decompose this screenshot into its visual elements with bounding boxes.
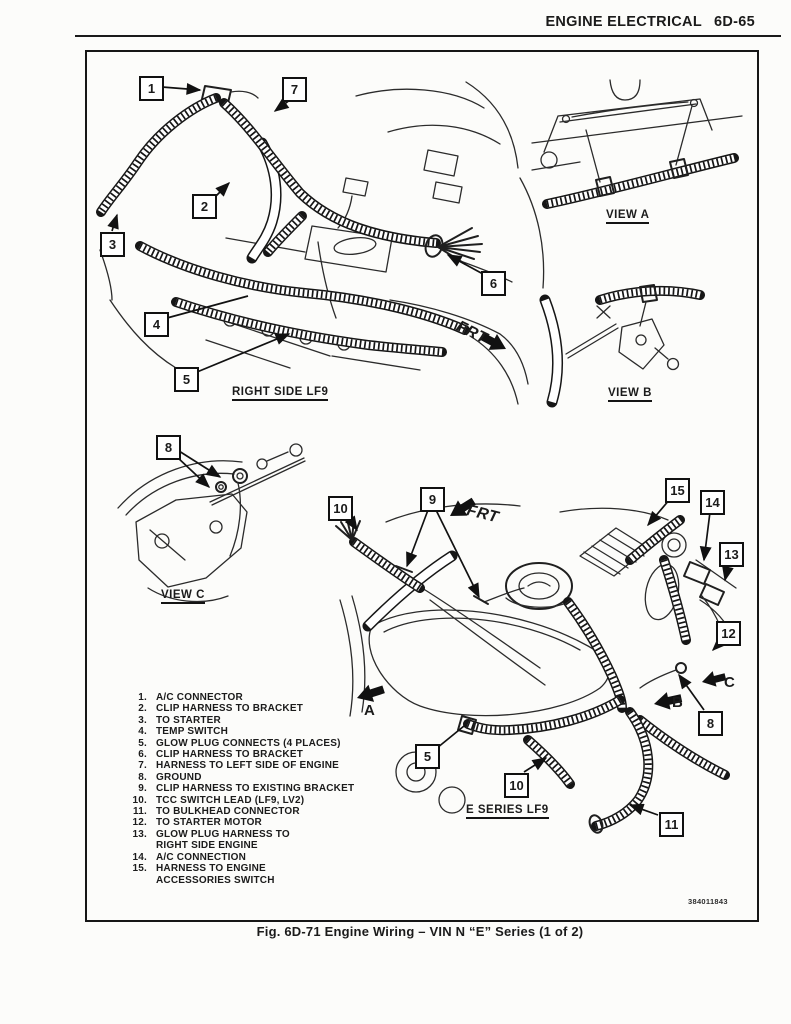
label-view-b: VIEW B — [608, 387, 652, 402]
callout-box-4: 4 — [144, 312, 169, 337]
callout-box-8-view-c: 8 — [156, 435, 181, 460]
legend-item-number: 13. — [132, 828, 147, 840]
callout-box-8b: 8 — [698, 711, 723, 736]
callout-box-10b: 10 — [504, 773, 529, 798]
callout-box-10a: 10 — [328, 496, 353, 521]
header-section-title: ENGINE ELECTRICAL — [545, 14, 702, 30]
legend-item-text: GLOW PLUG HARNESS TO RIGHT SIDE ENGINE — [156, 828, 290, 852]
legend-item-number: 14. — [132, 851, 147, 863]
legend-item-number: 7. — [138, 760, 147, 772]
callout-box-5b: 5 — [415, 744, 440, 769]
legend-item-number: 11. — [133, 806, 147, 818]
callout-box-13: 13 — [719, 542, 744, 567]
legend-item-text: A/C CONNECTOR — [156, 692, 243, 703]
legend-item-text: CLIP HARNESS TO BRACKET — [156, 703, 304, 715]
legend-item-number: 6. — [138, 749, 147, 761]
callout-box-5: 5 — [174, 367, 199, 392]
legend-item-number: 4. — [138, 726, 147, 738]
label-view-a: VIEW A — [606, 209, 650, 224]
legend-item-text: TEMP SWITCH — [156, 726, 229, 738]
legend-item-number: 15. — [132, 863, 147, 875]
figure-border — [85, 50, 759, 922]
legend-item-text: CLIP HARNESS TO BRACKET — [156, 749, 304, 761]
document-number: 384011843 — [688, 897, 728, 906]
callout-box-7: 7 — [282, 77, 307, 102]
legend-item-text: CLIP HARNESS TO EXISTING BRACKET — [156, 783, 355, 795]
legend-item-text: GLOW PLUG CONNECTS (4 PLACES) — [156, 737, 341, 749]
callout-box-12: 12 — [716, 621, 741, 646]
legend-item-number: 9. — [138, 783, 147, 795]
callout-box-11: 11 — [659, 812, 684, 837]
legend-item-number: 8. — [138, 771, 147, 783]
callout-box-6: 6 — [481, 271, 506, 296]
legend-item-text: TO STARTER — [156, 714, 221, 726]
legend-item-number: 5. — [138, 737, 147, 749]
legend-item-text: TO BULKHEAD CONNECTOR — [156, 806, 300, 818]
legend-item-number: 12. — [132, 817, 147, 829]
direction-letter-a: A — [364, 702, 375, 719]
legend-item-text: HARNESS TO LEFT SIDE OF ENGINE — [156, 760, 340, 772]
header-rule — [75, 35, 781, 37]
direction-letter-c: C — [724, 674, 735, 691]
callout-box-9: 9 — [420, 487, 445, 512]
page-header: ENGINE ELECTRICAL 6D-65 — [545, 14, 755, 30]
legend-item-text: TCC SWITCH LEAD (LF9, LV2) — [156, 794, 305, 806]
label-right-side-lf9: RIGHT SIDE LF9 — [232, 386, 329, 401]
callout-box-3: 3 — [100, 232, 125, 257]
legend-item-text: HARNESS TO ENGINE ACCESSORIES SWITCH — [156, 863, 275, 886]
header-page-number: 6D-65 — [714, 14, 755, 30]
legend-item-number: 1. — [138, 692, 147, 703]
legend-item-number: 10. — [132, 794, 147, 806]
callout-box-1: 1 — [139, 76, 164, 101]
label-view-c: VIEW C — [161, 589, 205, 604]
callout-box-15: 15 — [665, 478, 690, 503]
legend-item-number: 2. — [138, 703, 147, 715]
direction-letter-b: B — [672, 694, 683, 711]
callout-box-14: 14 — [700, 490, 725, 515]
legend-item-text: A/C CONNECTION — [156, 851, 247, 863]
legend-item-text: GROUND — [156, 771, 202, 783]
legend-list: 1. A/C CONNECTOR 2. CLIP HARNESS TO BRACKE… — [127, 692, 373, 886]
callout-box-2: 2 — [192, 194, 217, 219]
figure-caption: Fig. 6D-71 Engine Wiring – VIN N “E” Ser… — [256, 924, 584, 939]
label-e-series-lf9: E SERIES LF9 — [466, 804, 549, 819]
legend-item-number: 3. — [138, 714, 147, 726]
legend-item-text: TO STARTER MOTOR — [156, 817, 262, 829]
